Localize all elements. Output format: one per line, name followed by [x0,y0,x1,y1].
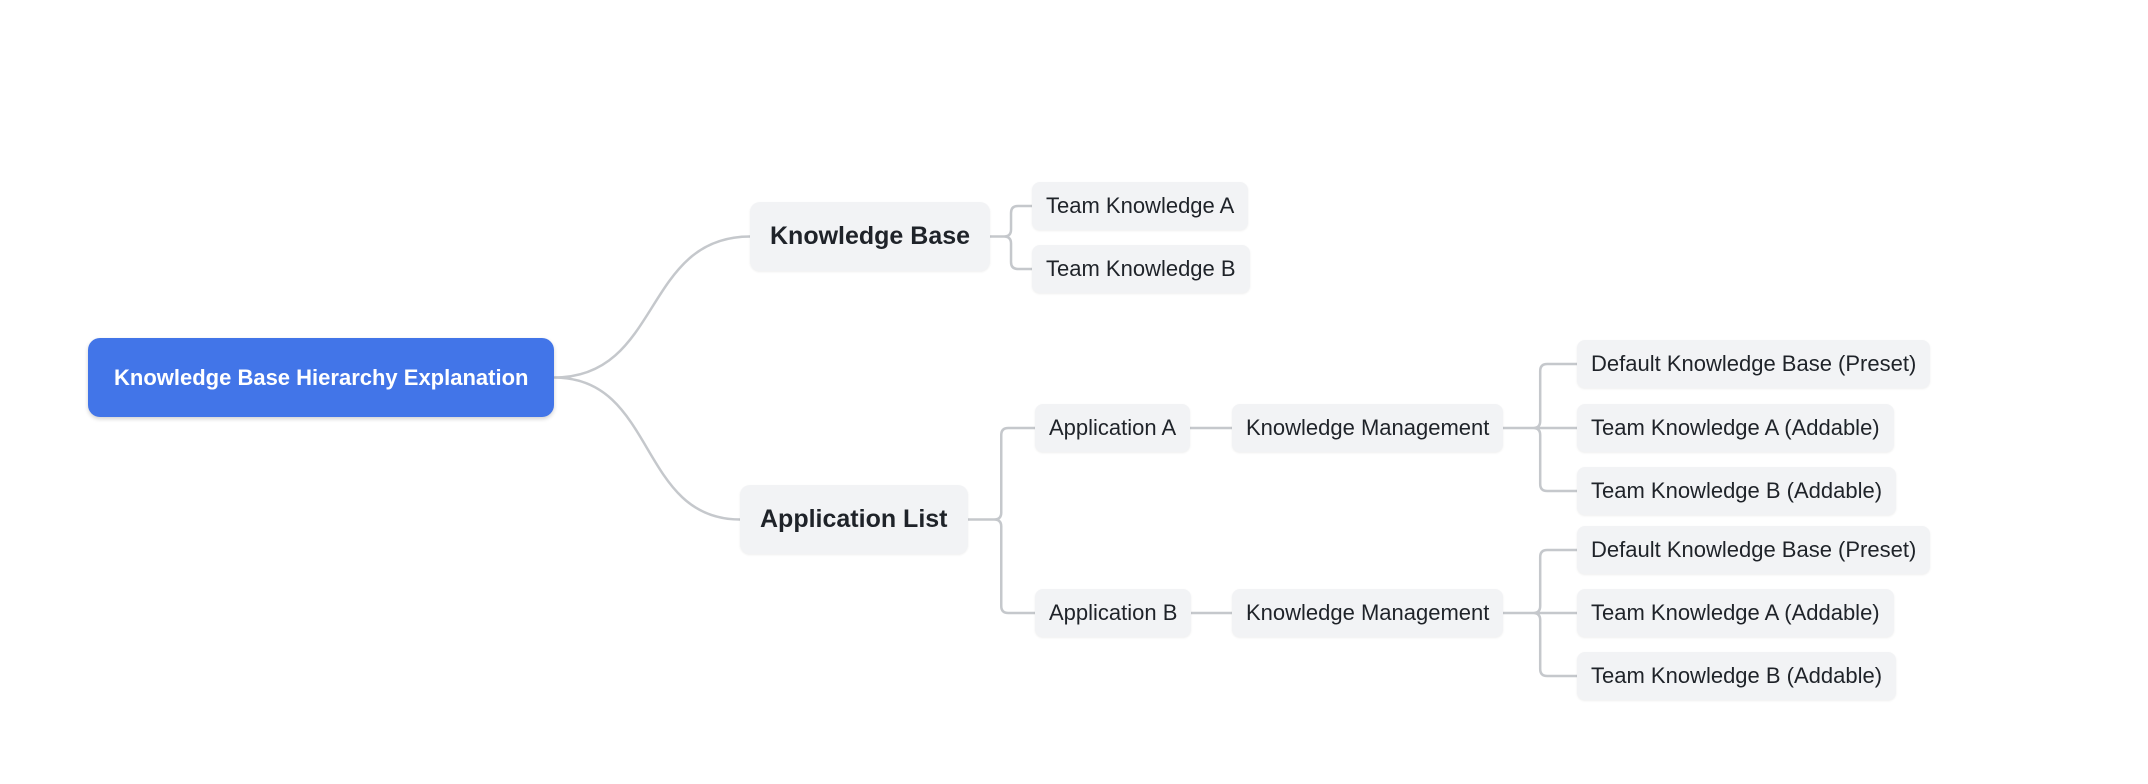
node-app-b-team-a[interactable]: Team Knowledge A (Addable) [1577,589,1894,637]
node-app-a-default-kb[interactable]: Default Knowledge Base (Preset) [1577,340,1931,388]
node-team-knowledge-b[interactable]: Team Knowledge B [1032,245,1250,293]
node-application-a[interactable]: Application A [1035,404,1191,452]
node-team-knowledge-a[interactable]: Team Knowledge A [1032,182,1249,230]
node-application-b[interactable]: Application B [1035,589,1192,637]
node-knowledge-management-a[interactable]: Knowledge Management [1232,404,1504,452]
node-knowledge-base[interactable]: Knowledge Base [750,202,991,271]
node-app-b-team-b[interactable]: Team Knowledge B (Addable) [1577,652,1897,700]
node-app-b-default-kb[interactable]: Default Knowledge Base (Preset) [1577,526,1931,574]
node-knowledge-management-b[interactable]: Knowledge Management [1232,589,1504,637]
node-root[interactable]: Knowledge Base Hierarchy Explanation [88,338,555,417]
node-app-a-team-a[interactable]: Team Knowledge A (Addable) [1577,404,1894,452]
node-app-a-team-b[interactable]: Team Knowledge B (Addable) [1577,467,1897,515]
node-application-list[interactable]: Application List [740,485,968,554]
